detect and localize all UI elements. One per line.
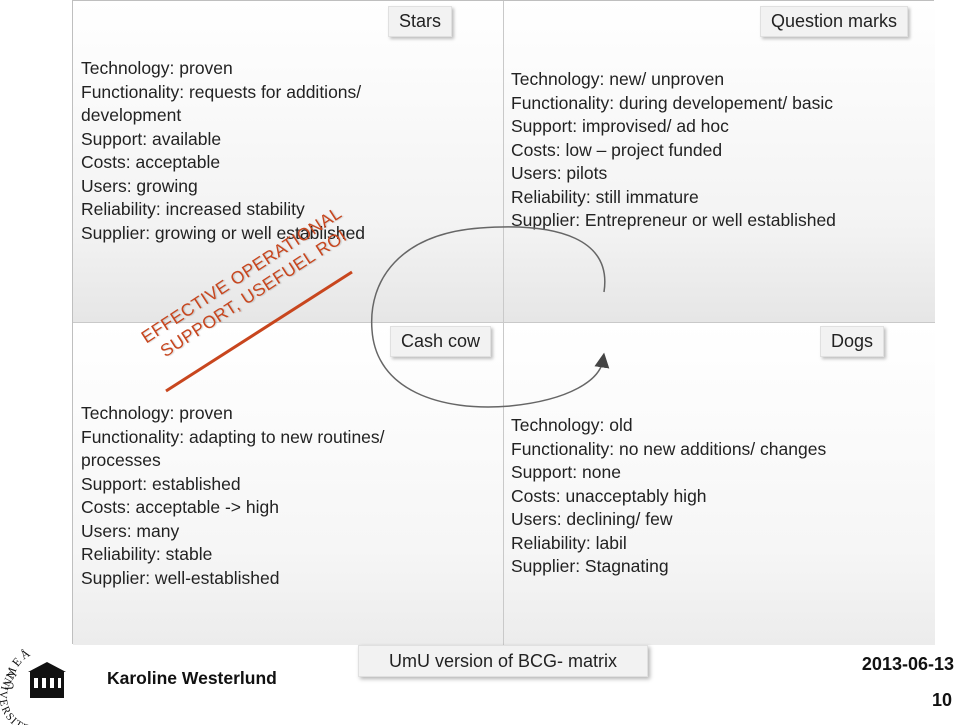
dogs-line: Support: none bbox=[511, 462, 621, 482]
cash-cow-line: Support: established bbox=[81, 473, 241, 494]
cash-cow-line: Technology: proven bbox=[81, 403, 233, 423]
slide-title: UmU version of BCG- matrix bbox=[358, 645, 648, 677]
dogs-label: Dogs bbox=[820, 326, 885, 357]
cash-cow-line: Users: many bbox=[81, 520, 180, 541]
question-marks-line: Functionality: during developement/ basi… bbox=[511, 92, 833, 113]
question-marks-line: Support: improvised/ ad hoc bbox=[511, 116, 729, 136]
stars-label: Stars bbox=[388, 6, 453, 37]
quadrant-cash-cow: Cash cow Technology: proven Functionalit… bbox=[73, 323, 504, 645]
question-marks-line: Costs: low – project funded bbox=[511, 139, 723, 160]
cash-cow-line: processes bbox=[81, 450, 161, 470]
cash-cow-line: Reliability: stable bbox=[81, 544, 213, 564]
quadrant-dogs: Dogs Technology: old Functionality: no n… bbox=[504, 323, 935, 645]
dogs-line: Users: declining/ few bbox=[511, 509, 673, 529]
dogs-line: Costs: unacceptably high bbox=[511, 485, 707, 506]
author-name: Karoline Westerlund bbox=[107, 668, 277, 688]
stars-line: Technology: proven bbox=[81, 58, 233, 78]
question-marks-line: Reliability: still immature bbox=[511, 186, 699, 207]
stars-line: Users: growing bbox=[81, 175, 198, 196]
quadrant-question-marks: Question marks Technology: new/ unproven… bbox=[504, 1, 935, 323]
stars-line: Functionality: requests for additions/ bbox=[81, 81, 362, 102]
stars-line: Supplier: growing or well established bbox=[81, 222, 366, 243]
stars-line: Support: available bbox=[81, 128, 222, 149]
page-number: 10 bbox=[931, 690, 952, 710]
cash-cow-line: Costs: acceptable -> high bbox=[81, 497, 279, 517]
question-marks-text: Technology: new/ unproven Functionality:… bbox=[511, 68, 836, 233]
question-marks-line: Supplier: Entrepreneur or well establish… bbox=[511, 210, 836, 230]
dogs-text: Technology: old Functionality: no new ad… bbox=[511, 414, 826, 579]
question-marks-line: Users: pilots bbox=[511, 163, 608, 183]
university-seal-icon: UMEÅ UNIVERSITET bbox=[0, 645, 66, 725]
cash-cow-label: Cash cow bbox=[390, 326, 492, 357]
dogs-line: Reliability: labil bbox=[511, 532, 627, 553]
dogs-line: Functionality: no new additions/ changes bbox=[511, 438, 827, 459]
question-marks-label: Question marks bbox=[760, 6, 909, 37]
cash-cow-line: Functionality: adapting to new routines/ bbox=[81, 426, 385, 447]
dogs-line: Supplier: Stagnating bbox=[511, 556, 669, 576]
stars-text: Technology: proven Functionality: reques… bbox=[81, 57, 365, 245]
slide-date: 2013-06-13 bbox=[861, 654, 954, 674]
stars-line: development bbox=[81, 105, 182, 125]
dogs-line: Technology: old bbox=[511, 415, 633, 435]
stars-line: Costs: acceptable bbox=[81, 152, 221, 172]
stars-line: Reliability: increased stability bbox=[81, 199, 305, 219]
cash-cow-line: Supplier: well-established bbox=[81, 567, 280, 588]
cash-cow-text: Technology: proven Functionality: adapti… bbox=[81, 402, 385, 590]
question-marks-line: Technology: new/ unproven bbox=[511, 69, 725, 89]
